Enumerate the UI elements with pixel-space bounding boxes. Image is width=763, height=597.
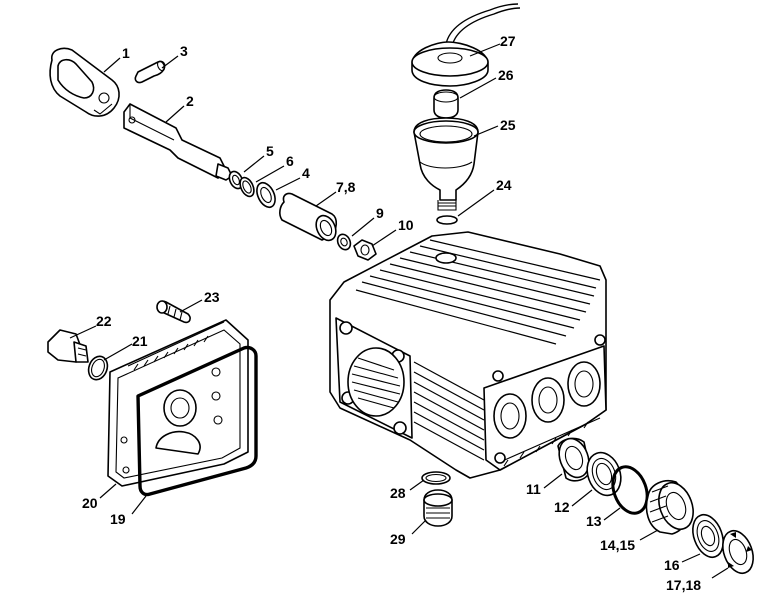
callout-5: 5	[266, 143, 274, 159]
part-21-o-ring	[87, 355, 109, 381]
callout-10: 10	[398, 217, 414, 233]
callout-24: 24	[496, 177, 512, 193]
callout-12: 12	[554, 499, 570, 515]
part-1-bracket	[49, 47, 120, 117]
callout-17-18: 17,18	[666, 577, 701, 593]
part-5-ring	[228, 170, 244, 190]
callout-14-15: 14,15	[600, 537, 635, 553]
part-17-18-nut	[722, 529, 754, 575]
part-20-cover	[107, 319, 249, 487]
part-13-o-ring	[611, 465, 649, 515]
part-3-pin	[134, 60, 166, 84]
part-23-screw	[156, 300, 191, 324]
part-25-housing	[413, 117, 479, 211]
callout-3: 3	[180, 43, 188, 59]
callout-13: 13	[586, 513, 602, 529]
part-24-o-ring	[436, 215, 458, 225]
part-10-nut	[353, 239, 377, 261]
callout-labels: 1 3 2 5 6 4 7,8 9 10 27 26 25 24 23 22 2…	[82, 33, 701, 593]
part-19-gasket	[136, 345, 258, 497]
callout-29: 29	[390, 531, 406, 547]
callout-20: 20	[82, 495, 98, 511]
callout-2: 2	[186, 93, 194, 109]
callout-4: 4	[302, 165, 310, 181]
part-29-plug	[423, 489, 453, 527]
part-28-o-ring	[421, 471, 451, 485]
part-9-washer	[336, 233, 352, 251]
part-26-fitting	[433, 89, 459, 119]
leader-lines	[69, 43, 729, 579]
callout-27: 27	[500, 33, 516, 49]
callout-16: 16	[664, 557, 680, 573]
callout-1: 1	[122, 45, 130, 61]
callout-9: 9	[376, 205, 384, 221]
pump-housing	[329, 231, 607, 479]
callout-6: 6	[286, 153, 294, 169]
callout-19: 19	[110, 511, 126, 527]
callout-26: 26	[498, 67, 514, 83]
part-27-cap	[411, 3, 521, 87]
part-14-15-valve-sleeve	[645, 480, 694, 535]
part-7-8-sleeve	[279, 192, 338, 242]
callout-23: 23	[204, 289, 220, 305]
part-2-piston-rod	[123, 103, 233, 181]
part-22-plug	[47, 329, 89, 363]
part-4-seal	[256, 181, 276, 209]
callout-22: 22	[96, 313, 112, 329]
callout-7-8: 7,8	[336, 179, 356, 195]
callout-25: 25	[500, 117, 516, 133]
part-11-ring	[557, 437, 591, 482]
callout-21: 21	[132, 333, 148, 349]
callout-11: 11	[526, 481, 541, 497]
part-16-ring	[692, 513, 724, 559]
callout-28: 28	[390, 485, 406, 501]
part-6-washer	[239, 176, 255, 198]
